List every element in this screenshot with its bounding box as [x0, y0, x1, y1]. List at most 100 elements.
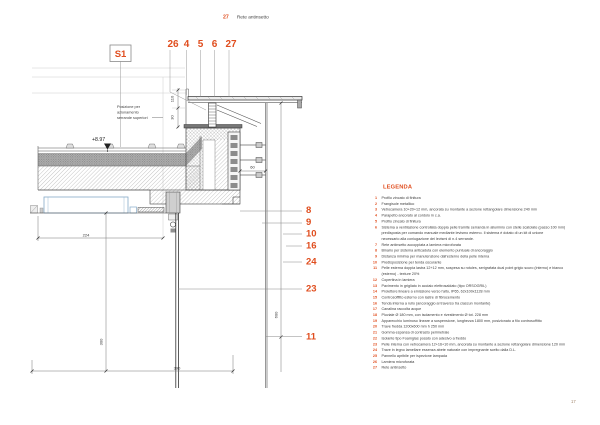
legend-item: 20 Trave fredda 1200x600 mm h 250 mm — [366, 324, 598, 330]
tenda-roller — [170, 221, 176, 228]
legend-item-text: Pannello apribile per ispezione lampada — [381, 353, 448, 358]
legend-item: 11 Pelle esterna doppia lastra 12+12 mm,… — [366, 265, 598, 277]
legend-item: 2 Frangisole metallico — [366, 201, 598, 207]
callout-6: 6 — [212, 39, 218, 50]
callout-8: 8 — [306, 205, 311, 216]
legend-item-text: Trave fredda 1200x600 mm h 250 mm — [381, 324, 445, 329]
top-callouts: 26 4 5 6 27 — [167, 39, 237, 111]
legend-item-number: 6 — [374, 224, 377, 230]
legend-item-text: Tenda interna a rullo (ancoraggio al tra… — [381, 300, 491, 306]
legend-item-text: Trave in legno lamellare essenza abete n… — [381, 347, 517, 353]
dim-110: 110 — [170, 95, 175, 102]
header-item-number: 27 — [223, 14, 229, 20]
legend-item: 12 Copertina in lamiera — [366, 277, 598, 283]
callout-26: 26 — [167, 39, 179, 50]
legend-item: 9 Distanza minima per manutenzione dall'… — [366, 254, 598, 260]
section-marker-label: S1 — [115, 49, 127, 60]
legend-item: 10 Predisposizione per tenda oscurante — [366, 259, 598, 265]
legend-item-text: Rete antinsetto — [381, 365, 407, 370]
legend-item-number: 22 — [372, 335, 377, 341]
dim-600: 600 — [274, 311, 279, 318]
legend-item-text: Frangisole metallico — [381, 201, 415, 206]
dim-224: 224 — [83, 233, 90, 238]
legend-item-number: 15 — [372, 294, 377, 300]
legend-item: 14 Proiettore lineare a emissione verso … — [366, 289, 598, 295]
legend-item-text: Pluviale Ø 180 mm, con isolamento e rive… — [381, 312, 489, 318]
legend-items: 1 Profilo zincato di finitura 2 Frangiso… — [366, 195, 598, 371]
legend-item-number: 27 — [372, 365, 377, 370]
legend-item-text: Predisposizione per tenda oscurante — [381, 259, 442, 265]
callout-27: 27 — [225, 39, 237, 50]
dim-30: 30 — [170, 115, 175, 120]
legend-item-text: Pelle interna con vetrocamera 12+16+10 m… — [381, 341, 566, 347]
legend-item: 26 Lamiera microforata — [366, 359, 598, 365]
legend-item: 13 Pavimento in grigliato in acciaio ele… — [366, 283, 598, 289]
legend-item-text: Isolante tipo Foamglas posato con adesiv… — [381, 335, 467, 341]
legend-item-text: Profilo zincato di finitura — [381, 218, 421, 224]
paver-pedestals — [65, 143, 186, 149]
legend-item-text: Parapetto ancorato al cordolo in c.a. — [381, 213, 441, 218]
legend-item: 16 Tenda interna a rullo (ancoraggio al … — [366, 300, 598, 306]
side-callouts: 8 9 10 16 24 23 11 — [178, 205, 317, 343]
legend-item: 5 Profilo zincato di finitura — [366, 218, 598, 224]
legend-item-number: 23 — [372, 341, 377, 347]
legend-item: 8 Binario per sistema anticaduta con ele… — [366, 248, 598, 254]
legend-item: 7 Rete antinsetto accoppiata a lamiera m… — [366, 242, 598, 248]
fibrocemento-soffit — [137, 207, 165, 213]
callout-23: 23 — [306, 284, 317, 295]
header-item-label: Rete antinsetto — [236, 14, 269, 21]
legend-item-text: Lamiera microforata — [381, 359, 415, 364]
dim-390: 390 — [174, 365, 181, 370]
dimensions: 110 30 224 60 600 300 390 — [30, 88, 283, 374]
legend-item-number: 16 — [372, 300, 377, 306]
legend-item-text: Apparecchio luminoso lineare a sospensio… — [381, 318, 542, 323]
legend-item-number: 24 — [372, 347, 377, 353]
legend-item-text: Proiettore lineare a emissione verso l'a… — [381, 289, 490, 294]
callout-11: 11 — [306, 332, 317, 343]
legend-item: 4 Parapetto ancorato al cordolo in c.a. — [366, 213, 598, 219]
roof-slab — [37, 136, 241, 205]
cold-beam-outline — [43, 196, 129, 214]
legend-item-text: Controsoffitto esterno con lastre di fib… — [381, 294, 461, 300]
legend-item-number: 18 — [372, 312, 377, 318]
legend-item-text: Distanza minima per manutenzione dall'es… — [381, 254, 490, 259]
legend-item-number: 10 — [372, 259, 377, 265]
legend-item: 17 Canalina raccolta acque — [366, 306, 598, 312]
dim-300: 300 — [99, 338, 104, 345]
soffit-step — [222, 196, 240, 205]
legend-item-number: 4 — [374, 213, 377, 218]
legend-item: 18 Pluviale Ø 180 mm, con isolamento e r… — [366, 312, 598, 318]
legend-item-number: 21 — [372, 330, 377, 335]
canopy — [185, 88, 303, 128]
legend-item: 19 Apparecchio luminoso lineare a sospen… — [366, 318, 598, 324]
legend-item-number: 5 — [374, 218, 377, 224]
legend-item-text: Profilo zincato di finitura — [381, 195, 421, 201]
cordolo-beam — [149, 189, 241, 205]
legend-item-number: 2 — [374, 201, 377, 206]
legend-item-number: 1 — [374, 195, 377, 201]
legend-item-number: 3 — [374, 207, 377, 212]
callout-24: 24 — [306, 257, 317, 268]
header-legend-fragment: 27 Rete antinsetto — [223, 14, 423, 26]
outer-skin — [265, 103, 268, 388]
section-marker: S1 — [109, 44, 132, 147]
callout-4: 4 — [184, 39, 190, 50]
legend-title: LEGENDA — [383, 184, 413, 190]
callout-5: 5 — [198, 39, 204, 50]
legend-item: 15 Controsoffitto esterno con lastre di … — [366, 294, 598, 300]
legend-item: 3 Vetrocamera 10+20+12 mm, ancorata su m… — [366, 207, 598, 213]
serranda-louvres — [227, 131, 241, 191]
legend-item-number: 20 — [372, 324, 377, 329]
legend-item: 24 Trave in legno lamellare essenza abet… — [366, 347, 598, 353]
legend-item-number: 26 — [372, 359, 377, 364]
page-number: 17 — [571, 399, 576, 404]
legend-item-number: 8 — [374, 248, 377, 253]
callout-10: 10 — [306, 229, 317, 240]
legend-item-text: Copertina in lamiera — [381, 277, 415, 282]
legend-item: 1 Profilo zincato di finitura — [366, 195, 598, 201]
legend-item: 27 Rete antinsetto — [366, 365, 598, 371]
legend-item-number: 9 — [374, 254, 377, 259]
level-marker: +8.97 — [92, 137, 111, 152]
facade-anchors — [240, 142, 266, 178]
